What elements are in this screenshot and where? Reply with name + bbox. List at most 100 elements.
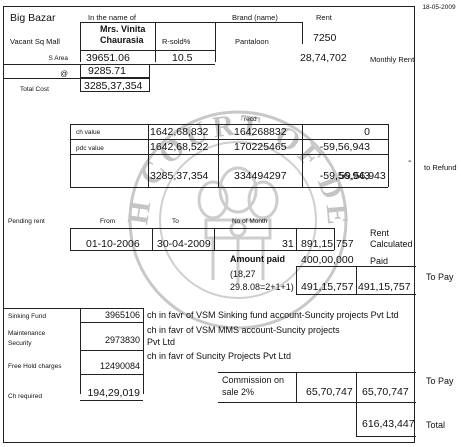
header-col-rule-1: [80, 22, 81, 62]
charges-rule-1: [80, 322, 143, 323]
payments-total-diff: -59,56,943: [319, 170, 370, 182]
refund-label: to Refund: [424, 163, 457, 172]
charges-rule-3: [80, 374, 143, 375]
grand-total-bottom-rule: [356, 436, 416, 437]
balance-bottom-rule: [296, 294, 416, 295]
brand-name: Pantaloon: [235, 37, 269, 46]
ch-value-recd: 164268832: [234, 126, 287, 138]
balance-left-rule: [296, 266, 297, 294]
pending-rent-label: Pending rent: [8, 218, 45, 225]
payments-mid-rule-1: [70, 139, 388, 140]
header-col-rule-2: [155, 22, 156, 62]
header-rule: [80, 22, 302, 23]
payments-col-rule-5: [388, 124, 389, 187]
owner-name: Mrs. Vinita Chaurasia: [100, 24, 146, 45]
ch-value-amount: 1642,68,832: [150, 126, 209, 138]
payments-col-rule-2: [148, 124, 149, 187]
rate-box: [80, 64, 150, 78]
charges-rule-2: [80, 350, 143, 351]
grand-total-value: 616,43,447: [362, 418, 415, 430]
payments-col-rule-1: [70, 124, 71, 187]
no-of-month-label: No of Month: [232, 218, 268, 225]
free-hold-charges-label: Free Hold charges: [8, 363, 62, 370]
commission-bottom-rule: [218, 402, 416, 403]
to-label: To: [172, 218, 179, 225]
area-value: 39651.06: [86, 52, 130, 64]
pending-top-rule: [70, 228, 334, 229]
rent-label: Rent: [316, 13, 332, 22]
ch-required-label: Ch required: [8, 393, 42, 400]
payments-col-rule-4: [302, 124, 303, 187]
pending-to-pay-label: To Pay: [426, 272, 454, 282]
charges-left-rule: [80, 308, 81, 394]
refund-amount: 59,56,943: [339, 170, 386, 182]
commission-to-pay: 65,70,747: [362, 386, 409, 398]
rent-calculated-label: Rent Calculated: [370, 228, 413, 250]
report-date: 18-05-2009: [422, 4, 456, 11]
ch-value-label: ch value: [76, 129, 101, 136]
amount-paid-value: 400,00,000: [301, 254, 354, 266]
commission-to-pay-label: To Pay: [426, 376, 454, 386]
amount-paid-label: Amount paid: [230, 254, 285, 264]
header-col-rule-4: [302, 22, 303, 44]
payments-total-recd: 334494297: [234, 170, 287, 182]
pending-to-pay-amount: 491,15,757: [358, 281, 411, 293]
charges-top-rule: [3, 308, 143, 309]
rent-calculated-value: 891,15,757: [301, 238, 354, 250]
at-label: @: [60, 69, 68, 78]
payments-total-amount: 3285,37,354: [150, 170, 209, 182]
area-label: S Area: [48, 55, 68, 62]
payment-formula: (18,27 29.8.08=2+1+1): [230, 269, 294, 293]
maintenance-security-label: Maintenance Security: [8, 330, 46, 347]
total-cost-value: 3285,37,354: [84, 80, 143, 92]
sheet-frame: [3, 6, 415, 443]
ch-value-diff: 0: [364, 126, 370, 138]
brand-label: Brand (name): [232, 13, 278, 22]
pdc-value-diff: -59,56,943: [319, 141, 370, 153]
total-cost-label: Total Cost: [20, 86, 49, 93]
pdc-value-amount: 1642,68,522: [150, 141, 209, 153]
refund-dash: -: [408, 155, 412, 167]
pending-col-rule-5: [334, 228, 335, 250]
pending-balance: 491,15,757: [301, 281, 354, 293]
payments-bottom-rule: [70, 187, 388, 188]
commission-mid-rule: [296, 372, 297, 402]
maintenance-security-value: 2973830: [104, 335, 140, 345]
in-the-name-of-label: In the name of: [88, 13, 136, 22]
pending-col-rule-1: [70, 228, 71, 250]
rent-rate: 7250: [313, 32, 337, 44]
from-label: From: [100, 218, 116, 225]
sinking-fund-note: ch in favr of VSM Sinking fund account-S…: [147, 310, 399, 320]
premises-name: Vacant Sq Mall: [10, 37, 60, 46]
commission-value: 65,70,747: [306, 386, 353, 398]
rsold-label: R-sold%: [162, 37, 191, 46]
commission-label: Commission on sale 2%: [222, 375, 285, 398]
pdc-value-label: pdc value: [76, 145, 104, 152]
pending-bottom-rule: [70, 250, 334, 251]
monthly-rent-label: Monthly Rent: [370, 55, 415, 64]
pending-to-date: 30-04-2009: [157, 238, 211, 250]
monthly-rent-value: 28,74,702: [300, 52, 347, 64]
pending-months: 31: [282, 238, 294, 250]
header-col-rule-3: [215, 22, 216, 62]
commission-right-rule: [356, 372, 357, 402]
maintenance-security-note: ch in favr of VSM MMS account-Suncity pr…: [147, 325, 340, 348]
balance-mid-rule: [356, 266, 357, 294]
pending-col-rule-4: [296, 228, 297, 250]
free-hold-charges-note: ch in favr of Suncity Projects Pvt Ltd: [147, 351, 292, 361]
rsold-value: 10.5: [172, 52, 193, 64]
store-name: Big Bazar: [10, 12, 56, 24]
payments-col-rule-3: [218, 124, 219, 187]
paid-label: Paid: [370, 256, 389, 266]
sinking-fund-value: 3965106: [104, 310, 140, 320]
ch-required-value: 194,29,019: [87, 387, 140, 399]
pending-col-rule-3: [214, 228, 215, 250]
area-row-top-rule: [80, 50, 215, 51]
total-cost-row-top-rule: [3, 78, 80, 79]
grand-total-left-rule: [356, 402, 357, 436]
total-cost-box: [80, 78, 150, 92]
recd-label: recd: [244, 116, 257, 123]
charges-right-rule: [143, 308, 144, 394]
charges-bottom-rule: [80, 400, 143, 401]
